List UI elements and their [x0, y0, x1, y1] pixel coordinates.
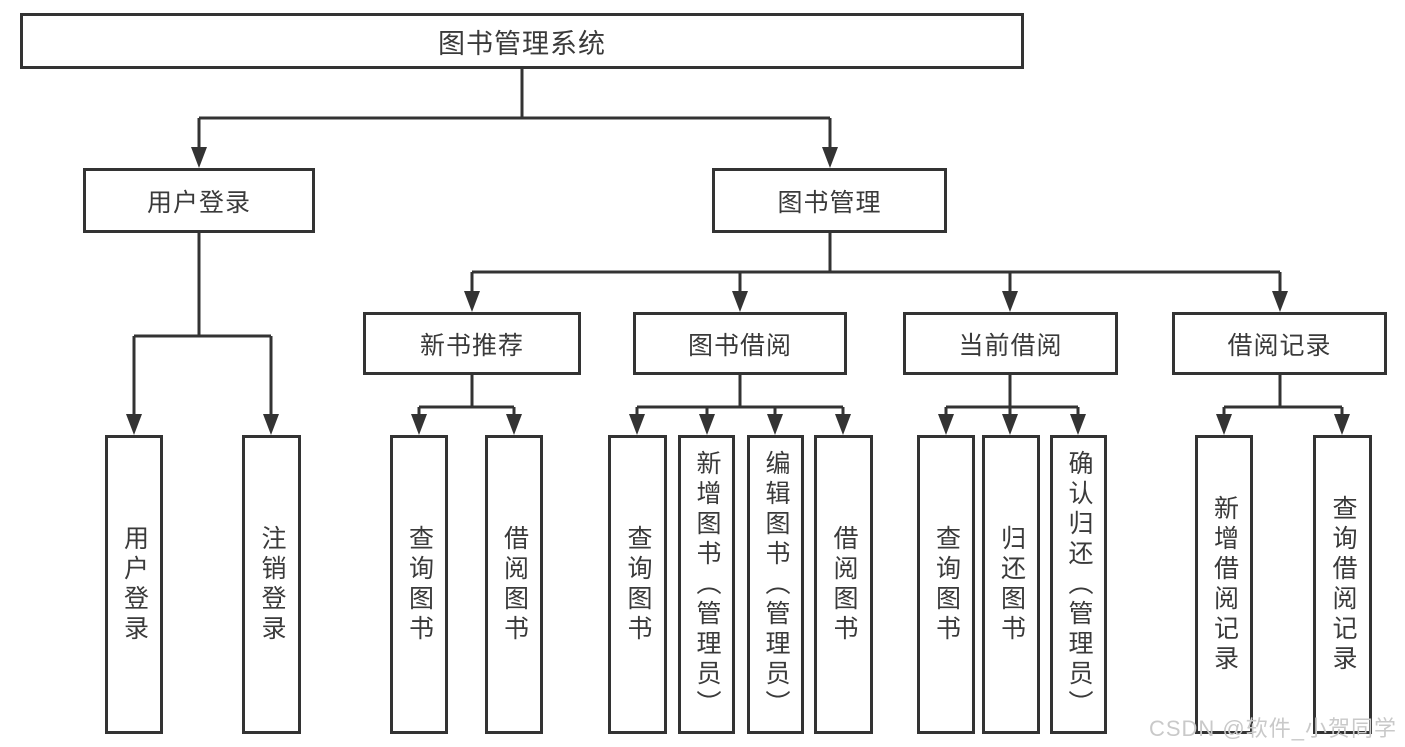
leaf-add-books-admin: 新增图书（管理员）	[678, 435, 735, 734]
leaf-return-books: 归还图书	[982, 435, 1040, 734]
leaf-borrow-books: 借阅图书	[814, 435, 873, 734]
node-user-login: 用户登录	[83, 168, 315, 233]
node-current-borrowing: 当前借阅	[903, 312, 1118, 375]
node-book-management: 图书管理	[712, 168, 947, 233]
leaf-confirm-return-admin: 确认归还（管理员）	[1050, 435, 1107, 734]
node-borrow-records: 借阅记录	[1172, 312, 1387, 375]
node-library-system: 图书管理系统	[20, 13, 1024, 69]
leaf-search-books-current: 查询图书	[917, 435, 975, 734]
leaf-edit-books-admin: 编辑图书（管理员）	[747, 435, 804, 734]
leaf-add-borrow-record: 新增借阅记录	[1195, 435, 1253, 734]
leaf-search-books-recommend: 查询图书	[390, 435, 448, 734]
leaf-borrow-books-recommend: 借阅图书	[485, 435, 543, 734]
node-new-book-recommend: 新书推荐	[363, 312, 581, 375]
leaf-user-login: 用户登录	[105, 435, 163, 734]
leaf-logout: 注销登录	[242, 435, 301, 734]
leaf-search-books-borrowing: 查询图书	[608, 435, 667, 734]
node-book-borrowing: 图书借阅	[633, 312, 847, 375]
leaf-search-borrow-record: 查询借阅记录	[1313, 435, 1372, 734]
